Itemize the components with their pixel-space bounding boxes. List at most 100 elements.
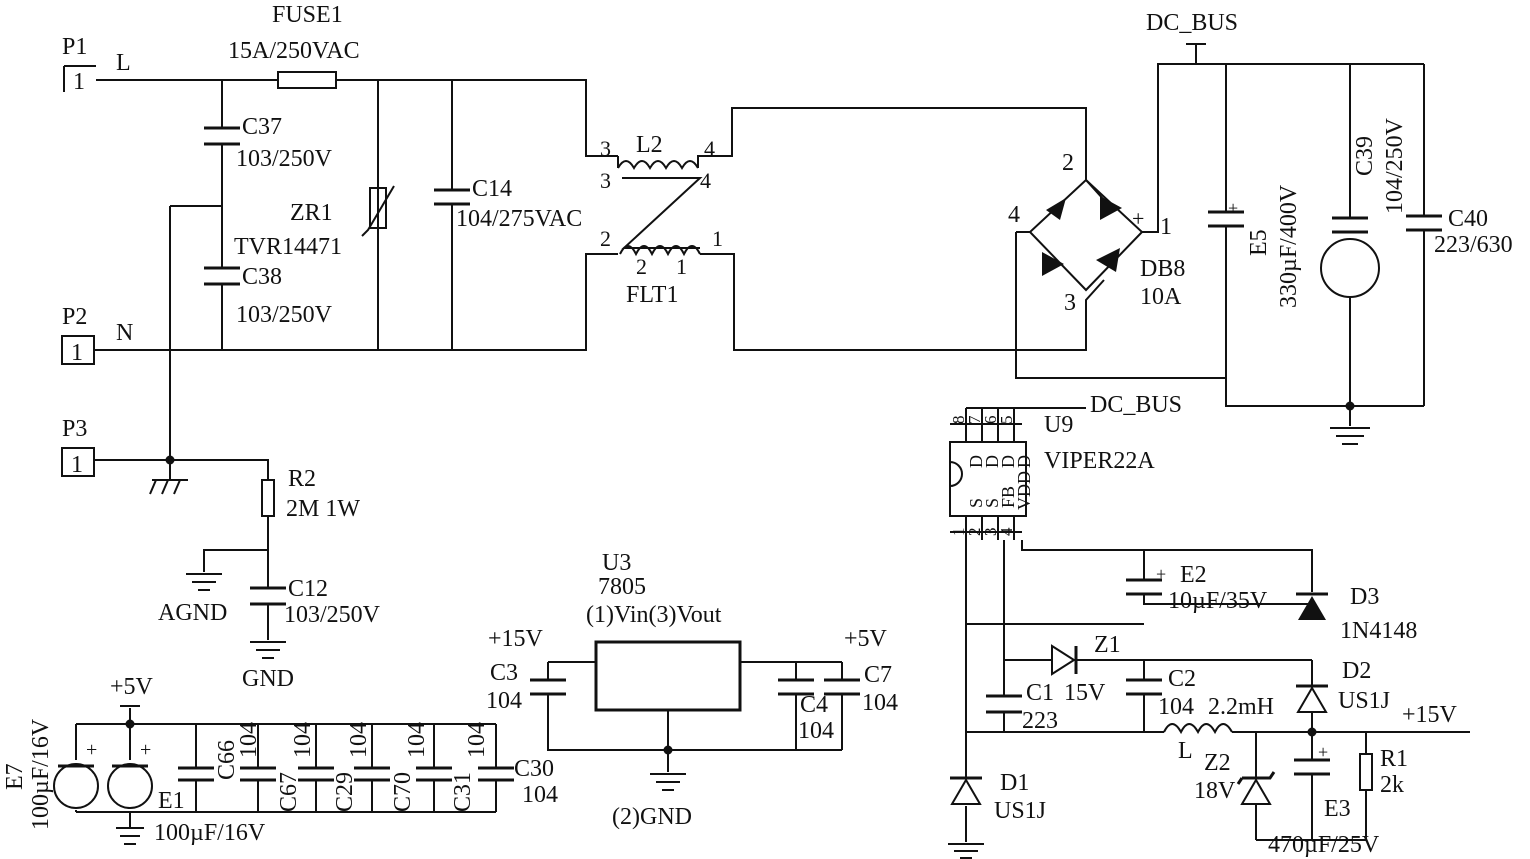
d1-ref: D1 xyxy=(1000,770,1029,796)
u9-pinname-fb: FB xyxy=(998,486,1018,508)
bank-cap-1-ref: C66 xyxy=(214,740,240,780)
u9-pin-7: 7 xyxy=(965,415,984,424)
p1-net: L xyxy=(116,50,131,76)
capacitor-c14: C14 104/275VAC xyxy=(434,176,582,232)
p1-pin: 1 xyxy=(73,69,85,95)
u9-pin-6: 6 xyxy=(981,416,1000,425)
rail-5v-out: +5V xyxy=(844,626,888,652)
c40-ref: C40 xyxy=(1448,206,1488,232)
e5-plus: + xyxy=(1228,198,1238,218)
zr1-ref: ZR1 xyxy=(290,200,333,226)
r2-value: 2M 1W xyxy=(286,496,360,522)
capacitor-c38: C38 103/250V xyxy=(204,264,333,328)
bank-cap-5: C31 104 xyxy=(416,722,490,812)
l-ref: L xyxy=(1178,738,1193,764)
bank-cap-5-ref: C31 xyxy=(450,772,476,812)
gnd-symbol: GND xyxy=(242,641,294,692)
bulk-capacitors: + E5 330µF/400V C39 104/250V C40 223/630 xyxy=(1208,64,1513,445)
c30-ref: C30 xyxy=(514,756,554,782)
p1-ref: P1 xyxy=(62,34,87,60)
capacitor-e7: + E7 100µF/16V xyxy=(2,718,99,830)
l2-pin-4a: 4 xyxy=(704,136,715,161)
e2-ref: E2 xyxy=(1180,562,1207,588)
c1-value: 223 xyxy=(1022,708,1058,734)
rail-15v-out-label: +15V xyxy=(1402,702,1458,728)
e7-ref: E7 xyxy=(2,763,28,790)
capacitor-c1: C1 223 xyxy=(986,680,1058,734)
d2-value: US1J xyxy=(1338,688,1390,714)
l2-ref: L2 xyxy=(636,132,663,158)
c38-ref: C38 xyxy=(242,264,282,290)
u9-pin-3: 3 xyxy=(981,528,1000,537)
u9-pinname-d3: D xyxy=(998,455,1018,468)
capacitor-c3: C3 104 xyxy=(486,660,566,714)
u9-pinname-d2: D xyxy=(982,455,1002,468)
chassis-ground xyxy=(149,460,188,495)
agnd-label: AGND xyxy=(158,600,227,626)
db8-pin-3: 3 xyxy=(1064,290,1076,316)
db8-pin-plus: + xyxy=(1132,206,1144,231)
z1-ref: Z1 xyxy=(1094,632,1121,658)
rail-15v-in: +15V xyxy=(488,626,544,652)
e1-plus: + xyxy=(140,739,151,761)
u3-pins: (1)Vin(3)Vout xyxy=(586,602,722,628)
e1-value: 100µF/16V xyxy=(154,820,266,846)
c30-value: 104 xyxy=(522,782,558,808)
bank-cap-2-value: 104 xyxy=(290,722,316,758)
d2-ref: D2 xyxy=(1342,658,1371,684)
c39-ref: C39 xyxy=(1352,136,1378,176)
l-value: 2.2mH xyxy=(1208,694,1274,720)
p2-net: N xyxy=(116,320,133,346)
db8-pin-4: 4 xyxy=(1008,202,1020,228)
diode-d3: D3 1N4148 xyxy=(1296,584,1417,644)
bank-cap-3-value: 104 xyxy=(346,722,372,758)
c40-value: 223/630 xyxy=(1434,232,1513,258)
d3-ref: D3 xyxy=(1350,584,1379,610)
e2-value: 10µF/35V xyxy=(1168,588,1268,614)
c14-ref: C14 xyxy=(472,176,512,202)
c4-value: 104 xyxy=(798,718,834,744)
c12-ref: C12 xyxy=(288,576,328,602)
bank-cap-4-value: 104 xyxy=(404,722,430,758)
fuse-symbol: FUSE1 15A/250VAC xyxy=(228,2,360,89)
bank-cap-2-ref: C67 xyxy=(276,772,302,812)
e1-ref: E1 xyxy=(158,788,185,814)
c3-value: 104 xyxy=(486,688,522,714)
connector-p1: P1 1 L xyxy=(62,34,131,95)
db8-ref: DB8 xyxy=(1140,256,1185,282)
connector-p3: P3 1 xyxy=(61,416,95,478)
p2-pin: 1 xyxy=(71,340,83,366)
dc-bus-label: DC_BUS xyxy=(1146,10,1238,36)
capacitor-c2: C2 104 xyxy=(1126,666,1196,720)
e3-ref: E3 xyxy=(1324,796,1351,822)
r1-value: 2k xyxy=(1380,772,1404,798)
u9-pinname-s2: S xyxy=(982,498,1002,508)
u9-dc-bus: DC_BUS xyxy=(1090,392,1182,418)
u9-pinname-d4: D xyxy=(1014,455,1034,468)
u9-pin-4: 4 xyxy=(997,527,1016,536)
u9-ref: U9 xyxy=(1044,412,1073,438)
diode-d1: D1 US1J xyxy=(948,770,1046,859)
capacitor-c30: C30 104 xyxy=(478,724,558,812)
c3-ref: C3 xyxy=(490,660,518,686)
bank-cap-5-value: 104 xyxy=(464,722,490,758)
c38-value: 103/250V xyxy=(236,302,333,328)
fuse-ref: FUSE1 xyxy=(272,2,343,28)
bank-cap-2: C67 104 xyxy=(240,722,316,812)
u9-pin-8: 8 xyxy=(949,416,968,425)
dc-bus-top: DC_BUS xyxy=(1146,10,1238,64)
c4-ref: C4 xyxy=(800,692,828,718)
c1-ref: C1 xyxy=(1026,680,1054,706)
d3-value: 1N4148 xyxy=(1340,618,1417,644)
d1-value: US1J xyxy=(994,798,1046,824)
flt1-ref: FLT1 xyxy=(626,282,678,308)
flt1-pin-1a: 1 xyxy=(712,226,723,251)
c39-value: 104/250V xyxy=(1382,117,1408,214)
bank-cap-4-ref: C70 xyxy=(390,772,416,812)
zr1-value: TVR14471 xyxy=(234,234,342,260)
c37-value: 103/250V xyxy=(236,146,333,172)
p3-pin: 1 xyxy=(71,452,83,478)
flt1-pin-2a: 2 xyxy=(600,226,611,251)
rail-15v-out: +15V xyxy=(1402,702,1458,728)
